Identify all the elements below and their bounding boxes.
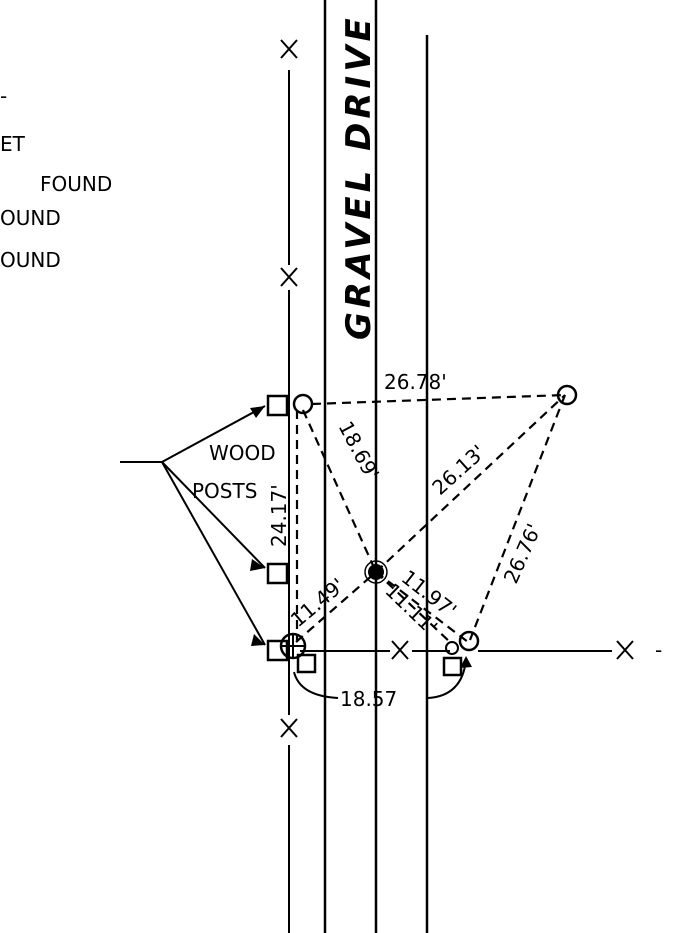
wood-post-square-post-icon: [266, 394, 463, 677]
callout-arrows: [120, 405, 266, 646]
fence-x-mark-icon: [280, 39, 634, 738]
found-circle-pin-icon: [279, 384, 578, 660]
fence-trailing-dash: -: [655, 638, 662, 662]
road-label: GRAVEL DRIVE: [339, 14, 379, 340]
measure-diag-lower-left: 11.49': [286, 573, 350, 632]
measure-top: 26.78': [384, 370, 447, 394]
survey-lines: [295, 393, 567, 645]
legend-dash: -: [0, 84, 7, 108]
measure-right-diag: 26.76': [499, 520, 546, 587]
measure-bottom: 18.57: [340, 687, 397, 711]
bottom-dimension-arc: [293, 656, 472, 699]
legend: - ET FOUND OUND OUND: [0, 84, 112, 272]
legend-line-2: FOUND: [40, 172, 112, 196]
measure-left-vertical: 24.17': [267, 484, 291, 547]
legend-line-3: OUND: [0, 206, 61, 230]
callout-posts-label: POSTS: [192, 479, 257, 503]
road-edges: [323, 0, 429, 933]
measure-diag-right: 26.13': [427, 440, 490, 500]
legend-line-4: OUND: [0, 248, 61, 272]
set-filled-pin-icon: [364, 560, 388, 584]
legend-line-1: ET: [0, 132, 26, 156]
callout-wood-label: WOOD: [209, 441, 276, 465]
